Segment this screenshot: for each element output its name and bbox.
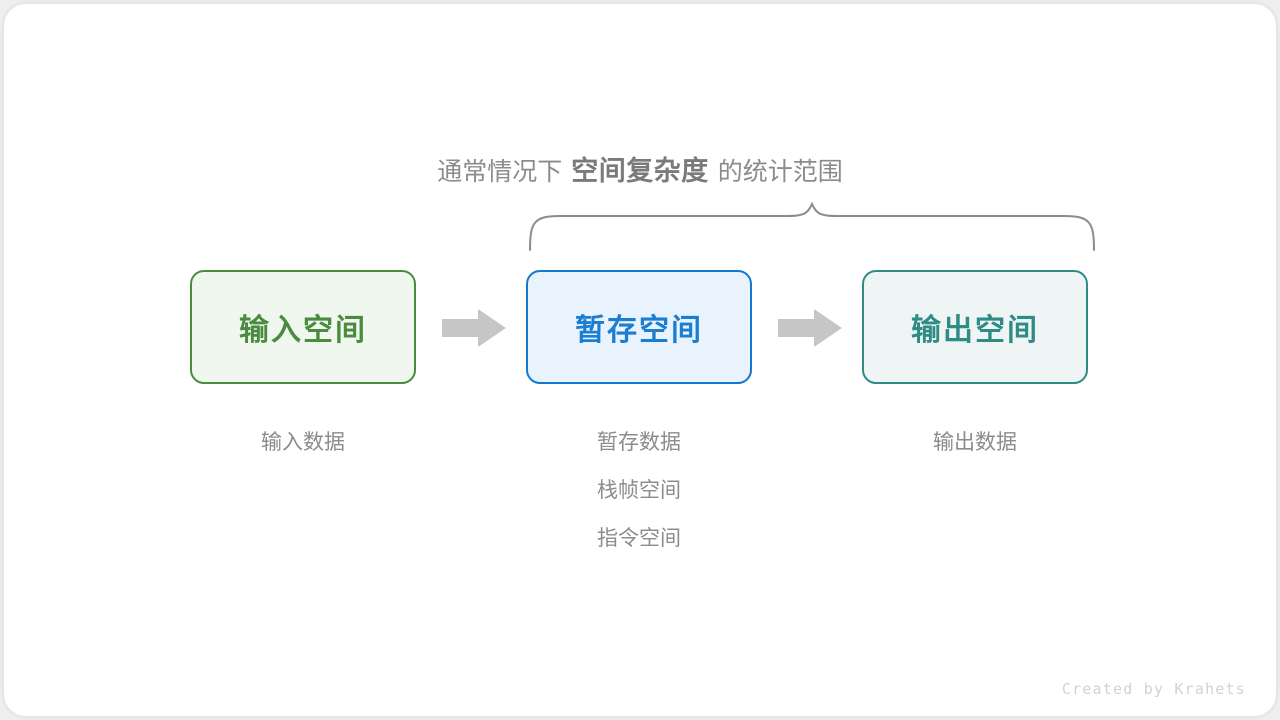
scope-caption-emphasis: 空间复杂度 — [571, 156, 709, 186]
scope-caption-suffix: 的统计范围 — [717, 158, 843, 186]
flow-box-temp[interactable]: 暂存空间 — [526, 270, 752, 384]
scope-caption: 通常情况下空间复杂度的统计范围 — [4, 150, 1276, 193]
diagram-canvas: 通常情况下空间复杂度的统计范围 输入空间 暂存空间 输出空间 输入数据 暂存数据… — [4, 4, 1276, 716]
caption-item: 指令空间 — [597, 527, 681, 550]
caption-item: 暂存数据 — [597, 431, 681, 454]
caption-column-output: 输出数据 — [862, 419, 1088, 467]
flow-row: 输入空间 暂存空间 输出空间 — [4, 270, 1276, 386]
scope-caption-prefix: 通常情况下 — [437, 158, 563, 186]
flow-box-temp-label: 暂存空间 — [575, 314, 703, 347]
caption-column-input: 输入数据 — [190, 419, 416, 467]
flow-box-input-label: 输入空间 — [239, 314, 367, 347]
flow-box-output[interactable]: 输出空间 — [862, 270, 1088, 384]
scope-brace-icon — [529, 202, 1095, 251]
flow-box-output-label: 输出空间 — [911, 314, 1039, 347]
caption-column-temp: 暂存数据 栈帧空间 指令空间 — [526, 419, 752, 563]
arrow-right-icon-1 — [442, 309, 506, 347]
caption-item: 输入数据 — [261, 431, 345, 454]
caption-item: 输出数据 — [933, 431, 1017, 454]
arrow-right-icon-2 — [778, 309, 842, 347]
caption-item: 栈帧空间 — [597, 479, 681, 502]
watermark: Created by Krahets — [1061, 680, 1246, 698]
flow-box-input[interactable]: 输入空间 — [190, 270, 416, 384]
